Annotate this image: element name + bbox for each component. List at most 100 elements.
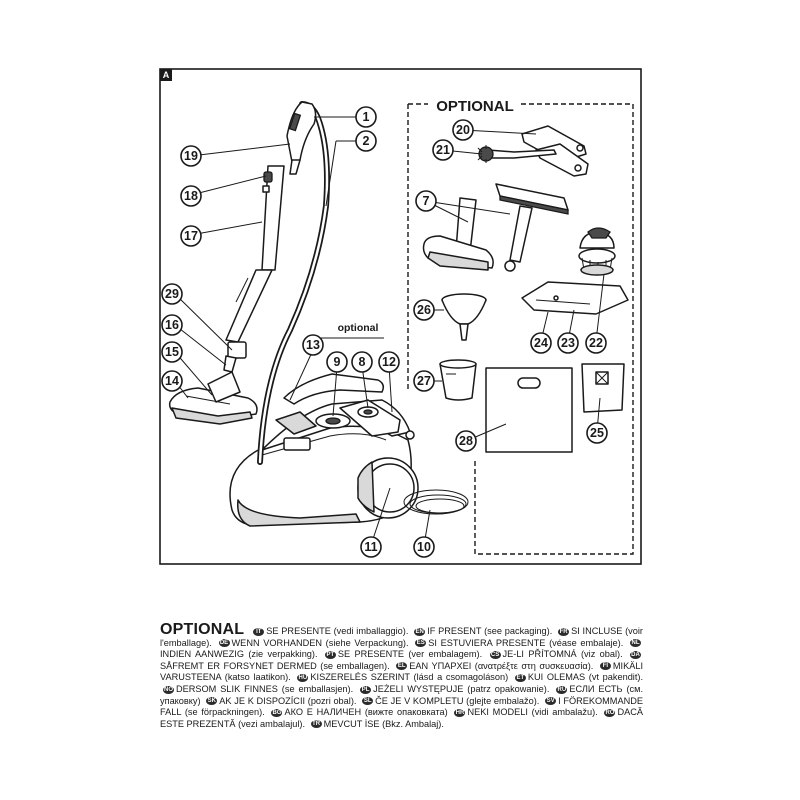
accessory-25-box [581,363,625,413]
legend-entry-text: ČE JE V KOMPLETU (glejte embalažo). [375,695,540,706]
accessory-7 [422,183,569,272]
svg-text:17: 17 [184,229,198,243]
callout-2: 2 [355,130,377,152]
legend-entry-text: MEVCUT İSE (Bkz. Ambalaj). [323,718,444,729]
language-code-badge: FI [599,662,611,671]
leader-lines [174,116,605,546]
svg-text:9: 9 [334,355,341,369]
legend-entry-text: IF PRESENT (see packaging). [427,626,553,636]
svg-text:1: 1 [363,110,370,124]
callout-10: 10 [413,536,435,558]
callout-20: 20 [452,119,474,141]
language-code-badge: IT [253,627,265,636]
accessory-23-24 [521,281,629,315]
legend-entry-text: KUI OLEMAS (vt pakendit). [527,672,644,683]
legend-entry-text: INDIEN AANWEZIG (zie verpakking). [160,649,318,660]
legend-entry-text: ЕСЛИ ЕСТЬ (см. упаковку) [160,683,643,706]
callout-25: 25 [586,422,608,444]
callout-16: 16 [161,314,183,336]
legend-entry-text: SI ESTUVIERA PRESENTE (véase embalaje). [428,637,624,648]
legend-entry-text: АКО Е НАЛИЧЕН (вижте опаковката) [284,707,448,718]
callout-22: 22 [585,332,607,354]
callout-27: 27 [413,370,435,392]
accessory-22 [578,227,616,276]
svg-text:18: 18 [184,189,198,203]
legend-entry-text: DACĂ ESTE PREZENTĂ (vezi ambalajul). [160,707,643,729]
panel-label-box [160,69,172,81]
optional-tag: optional [338,322,379,334]
legend-entry-text: SE PRESENTE (ver embalagem). [337,649,483,660]
callout-15: 15 [161,341,183,363]
language-code-badge: DE [218,639,230,648]
svg-text:22: 22 [589,336,603,350]
cleaner-body [229,373,469,527]
language-code-badge: NL [630,639,641,648]
svg-text:12: 12 [382,355,396,369]
svg-text:15: 15 [165,345,179,359]
callout-13: 13 [302,334,324,356]
legend-entry-text: I FÖREKOMMANDE FALL (se förpackningen). [160,695,643,718]
language-code-badge: FR [558,627,570,636]
svg-text:20: 20 [456,123,470,137]
callout-1: 1 [355,106,377,128]
diagram-frame [159,68,642,565]
svg-text:24: 24 [534,336,548,350]
language-code-badge: SL [362,697,374,706]
callout-9: 9 [326,351,348,373]
callout-18: 18 [180,185,202,207]
svg-text:19: 19 [184,149,198,163]
language-code-badge: EL [396,662,408,671]
legend-entry-text: MIKÄLI VARUSTEENA (katso laatikon). [160,660,644,683]
language-code-badge: HU [297,673,309,682]
language-code-badge: PL [360,685,372,694]
legend-entry-text: SE PRESENTE (vedi imballaggio). [266,626,409,636]
legend-heading: OPTIONAL [160,621,245,638]
svg-text:10: 10 [417,540,431,554]
language-code-badge: HR [454,708,466,717]
callout-23: 23 [557,332,579,354]
language-code-badge: SV [545,697,557,706]
language-code-badge: ET [514,673,526,682]
callout-11: 11 [360,536,382,558]
callout-7: 7 [415,190,437,212]
svg-text:27: 27 [417,374,431,388]
language-code-badge: BG [271,708,283,717]
accessory-27-cup [439,359,477,401]
language-code-badge: EN [414,627,426,636]
svg-text:2: 2 [363,134,370,148]
svg-text:28: 28 [459,434,473,448]
language-code-badge: TR [310,720,322,729]
legend-entry-text: SÅFREMT ER FORSYNET DERMED (se emballage… [160,660,390,671]
svg-text:7: 7 [423,194,430,208]
svg-text:14: 14 [165,374,179,388]
legend-entry-text: JEŻELI WYSTĘPUJE (patrz opakowanie). [373,683,550,694]
language-code-badge: DA [629,650,641,659]
legend-entry-text: AK JE K DISPOZÍCII (pozri obal). [219,695,357,706]
language-code-badge: RO [604,708,616,717]
handle-and-tubes [168,101,317,425]
legend-entry-text: DERSOM SLIK FINNES (se emballasjen). [176,683,354,694]
callout-29: 29 [161,283,183,305]
language-code-badge: CS [489,650,501,659]
callout-24: 24 [530,332,552,354]
svg-text:16: 16 [165,318,179,332]
